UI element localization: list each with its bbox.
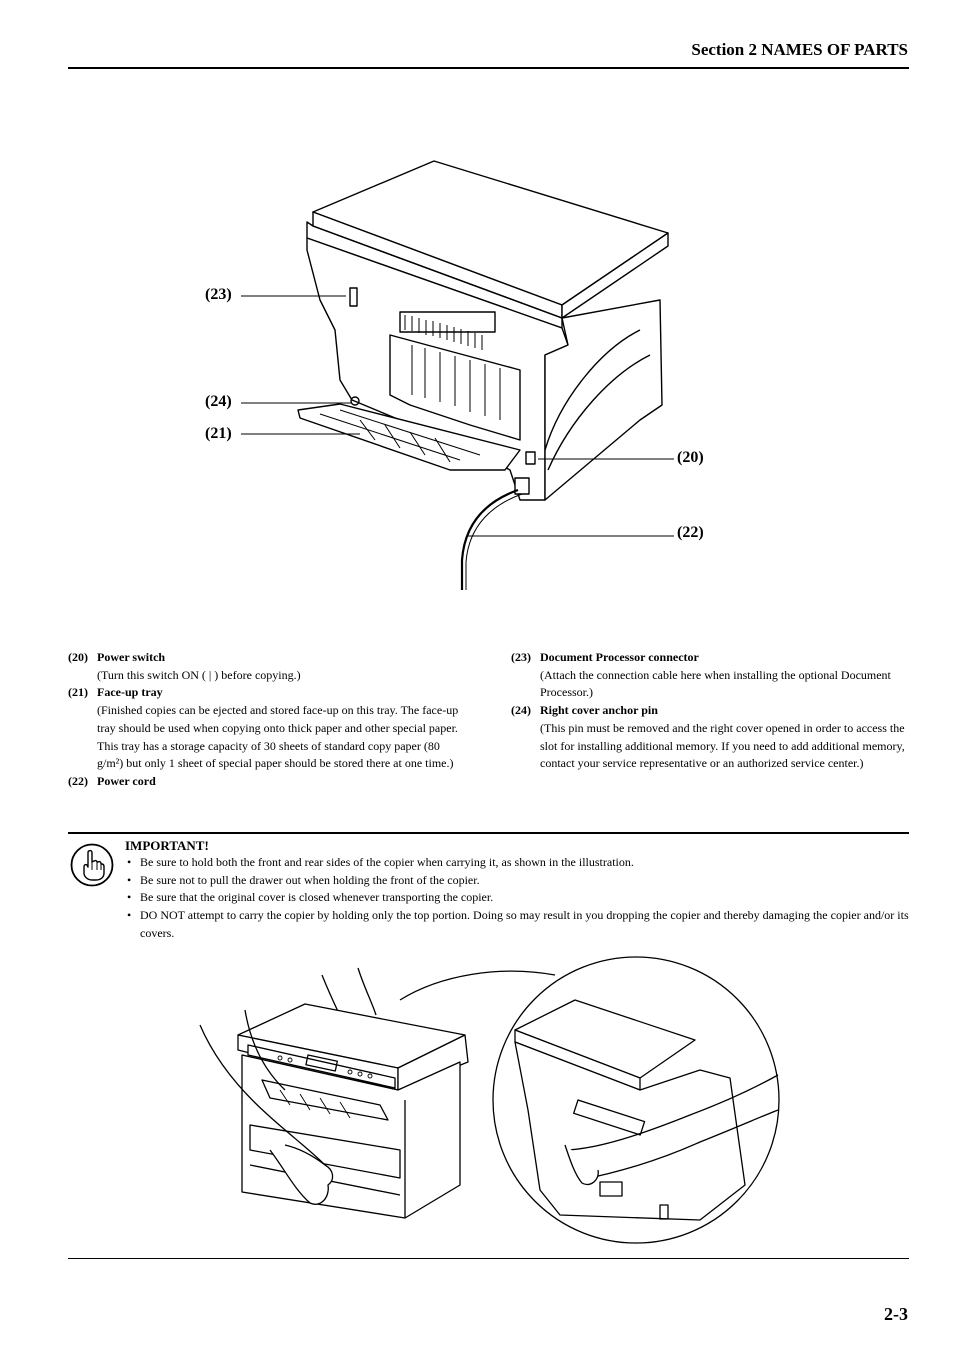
part-name: Right cover anchor pin	[540, 703, 658, 718]
copier-rear-illustration	[241, 160, 674, 590]
list-item: •Be sure to hold both the front and rear…	[127, 855, 634, 869]
part-item: (21) Face-up tray (Finished copies can be…	[68, 684, 468, 773]
parts-list-left: (20) Power switch (Turn this switch ON ( …	[68, 649, 468, 791]
important-notice: IMPORTANT! •Be sure to hold both the fro…	[125, 837, 915, 943]
part-number: (24)	[511, 703, 531, 718]
part-item: (24) Right cover anchor pin (This pin mus…	[511, 702, 911, 773]
part-name: Face-up tray	[97, 685, 163, 700]
header-rule	[68, 67, 909, 69]
important-list: •Be sure to hold both the front and rear…	[125, 854, 915, 943]
part-number: (20)	[68, 650, 88, 664]
important-rule	[68, 832, 909, 834]
list-item: •DO NOT attempt to carry the copier by h…	[127, 908, 909, 940]
part-description: (Finished copies can be ejected and stor…	[97, 703, 459, 771]
part-name: Power cord	[97, 773, 156, 788]
section-title: Section 2 NAMES OF PARTS	[691, 40, 908, 59]
carrying-copier-illustration	[199, 956, 780, 1244]
important-title: IMPORTANT!	[125, 838, 209, 853]
callout-23: (23)	[205, 286, 232, 303]
part-name: Document Processor connector	[540, 650, 699, 664]
pointing-hand-icon	[70, 843, 114, 887]
part-number: (22)	[68, 773, 88, 788]
list-item: •Be sure that the original cover is clos…	[127, 890, 494, 905]
part-item: (22) Power cord	[68, 773, 468, 791]
part-item: (20) Power switch (Turn this switch ON ( …	[68, 649, 468, 684]
callout-20: (20)	[677, 449, 704, 466]
part-name: Power switch	[97, 650, 166, 664]
part-description: (Turn this switch ON ( | ) before copyin…	[97, 667, 301, 682]
page-number: 2-3	[884, 1304, 908, 1324]
part-number: (23)	[511, 650, 531, 664]
part-description: (This pin must be removed and the right …	[540, 720, 905, 771]
callout-22: (22)	[677, 524, 704, 541]
footer-rule	[68, 1258, 909, 1259]
callout-24: (24)	[205, 393, 232, 410]
part-item: (23) Document Processor connector (Attach…	[511, 649, 911, 702]
callout-21: (21)	[205, 425, 232, 442]
part-number: (21)	[68, 685, 88, 700]
parts-list-right: (23) Document Processor connector (Attach…	[511, 649, 911, 773]
list-item: •Be sure not to pull the drawer out when…	[127, 872, 480, 887]
part-description: (Attach the connection cable here when i…	[540, 667, 891, 700]
